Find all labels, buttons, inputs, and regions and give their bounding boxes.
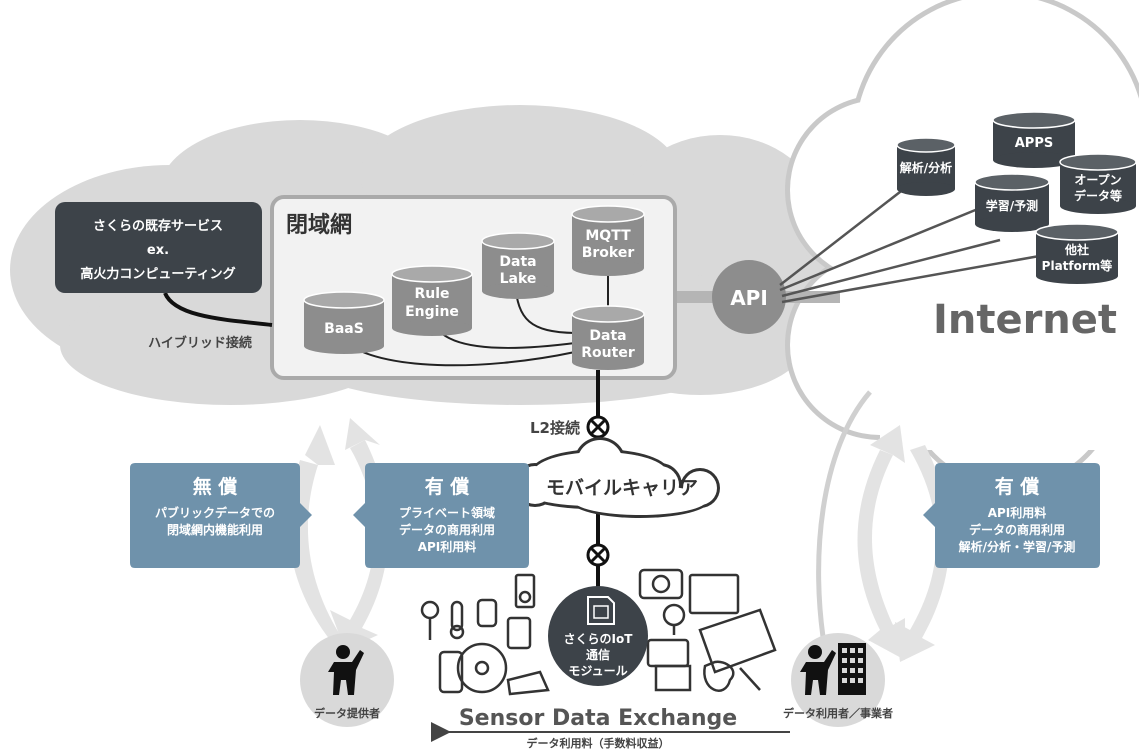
- paid-right-line-2: データの商用利用: [969, 522, 1065, 537]
- mobile-carrier-label: モバイルキャリア: [546, 477, 698, 499]
- data-lake-node-label-1: Data: [499, 254, 536, 270]
- router-node-label-2: Router: [581, 345, 635, 361]
- mqtt-node-label-1: MQTT: [585, 228, 631, 244]
- sim-card-icon: [587, 596, 615, 625]
- database-icon: Rule Engine: [391, 265, 473, 336]
- free-usage-title: 無 償: [193, 475, 238, 498]
- l2-connection-label: L2接続: [530, 419, 580, 437]
- connector-icon: [586, 543, 610, 567]
- service-opendata-label-1: オープン: [1074, 172, 1121, 187]
- mobile-carrier-cloud: モバイルキャリア: [510, 437, 720, 518]
- iot-module: [548, 586, 648, 686]
- rule-engine-node-label-1: Rule: [414, 286, 449, 302]
- rule-engine-node-label-2: Engine: [405, 304, 459, 320]
- hybrid-connection-label: ハイブリッド接続: [148, 335, 252, 351]
- database-icon: Data Lake: [481, 232, 555, 299]
- data-lake-node-label-2: Lake: [500, 271, 537, 287]
- database-icon: 学習/予測: [974, 173, 1050, 232]
- existing-service-box: [55, 202, 262, 293]
- paid-middle-title: 有 償: [425, 475, 470, 498]
- paid-middle-line-1: プライベート領域: [399, 505, 495, 520]
- paid-middle-line-2: データの商用利用: [399, 522, 495, 537]
- building-icon: [838, 643, 866, 695]
- database-icon: BaaS: [303, 291, 385, 354]
- database-icon: 解析/分析: [896, 137, 956, 196]
- free-usage-line-1: パブリックデータでの: [155, 505, 275, 520]
- data-provider-label: データ提供者: [314, 706, 380, 720]
- paid-right-box: [923, 463, 1100, 568]
- existing-service-line-2: ex.: [147, 243, 169, 258]
- iot-module-line-3: モジュール: [568, 664, 627, 678]
- api-node: [712, 260, 786, 334]
- service-platform-label-2: Platform等: [1042, 258, 1113, 273]
- free-usage-line-2: 閉域網内機能利用: [167, 522, 263, 537]
- service-platform-label-1: 他社: [1064, 242, 1089, 257]
- database-icon: オープン データ等: [1059, 153, 1137, 214]
- database-icon: 他社 Platform等: [1035, 223, 1119, 284]
- baas-node-label: BaaS: [324, 321, 364, 337]
- paid-middle-box: [353, 463, 529, 568]
- right-double-arrow-a: [857, 425, 905, 660]
- free-usage-box: [130, 463, 312, 568]
- mqtt-node-label-2: Broker: [582, 245, 635, 261]
- service-apps-label: APPS: [1015, 136, 1053, 151]
- connector-icon: [586, 415, 610, 439]
- paid-middle-line-3: API利用料: [418, 539, 477, 554]
- database-icon: Data Router: [571, 305, 645, 370]
- paid-right-line-1: API利用料: [988, 505, 1047, 520]
- internet-label: Internet: [933, 297, 1117, 343]
- api-service-links: [779, 177, 1046, 304]
- database-icon: APPS: [992, 111, 1076, 168]
- hybrid-link: [163, 292, 273, 327]
- service-analysis-label: 解析/分析: [900, 160, 952, 175]
- closed-network-title: 閉域網: [286, 212, 352, 238]
- router-node-label-1: Data: [589, 328, 626, 344]
- iot-module-line-1: さくらのIoT: [564, 632, 634, 646]
- paid-right-line-3: 解析/分析・学習/予測: [959, 539, 1076, 554]
- data-user-label: データ利用者／事業者: [783, 706, 893, 720]
- existing-service-line-1: さくらの既存サービス: [93, 218, 223, 234]
- service-opendata-label-2: データ等: [1074, 188, 1122, 203]
- service-learning-label: 学習/予測: [986, 198, 1038, 213]
- api-label: API: [730, 286, 768, 310]
- existing-service-line-3: 高火力コンピューティング: [80, 266, 235, 282]
- person-icon: [328, 645, 364, 695]
- database-icon: MQTT Broker: [571, 205, 645, 276]
- fee-label: データ利用料（手数料収益）: [527, 736, 670, 750]
- internet-user-curve: [816, 390, 872, 651]
- device-icons: [420, 568, 777, 696]
- exchange-title: Sensor Data Exchange: [459, 706, 737, 731]
- paid-right-title: 有 償: [995, 475, 1040, 498]
- person-icon: [800, 645, 836, 695]
- iot-module-line-2: 通信: [586, 647, 610, 662]
